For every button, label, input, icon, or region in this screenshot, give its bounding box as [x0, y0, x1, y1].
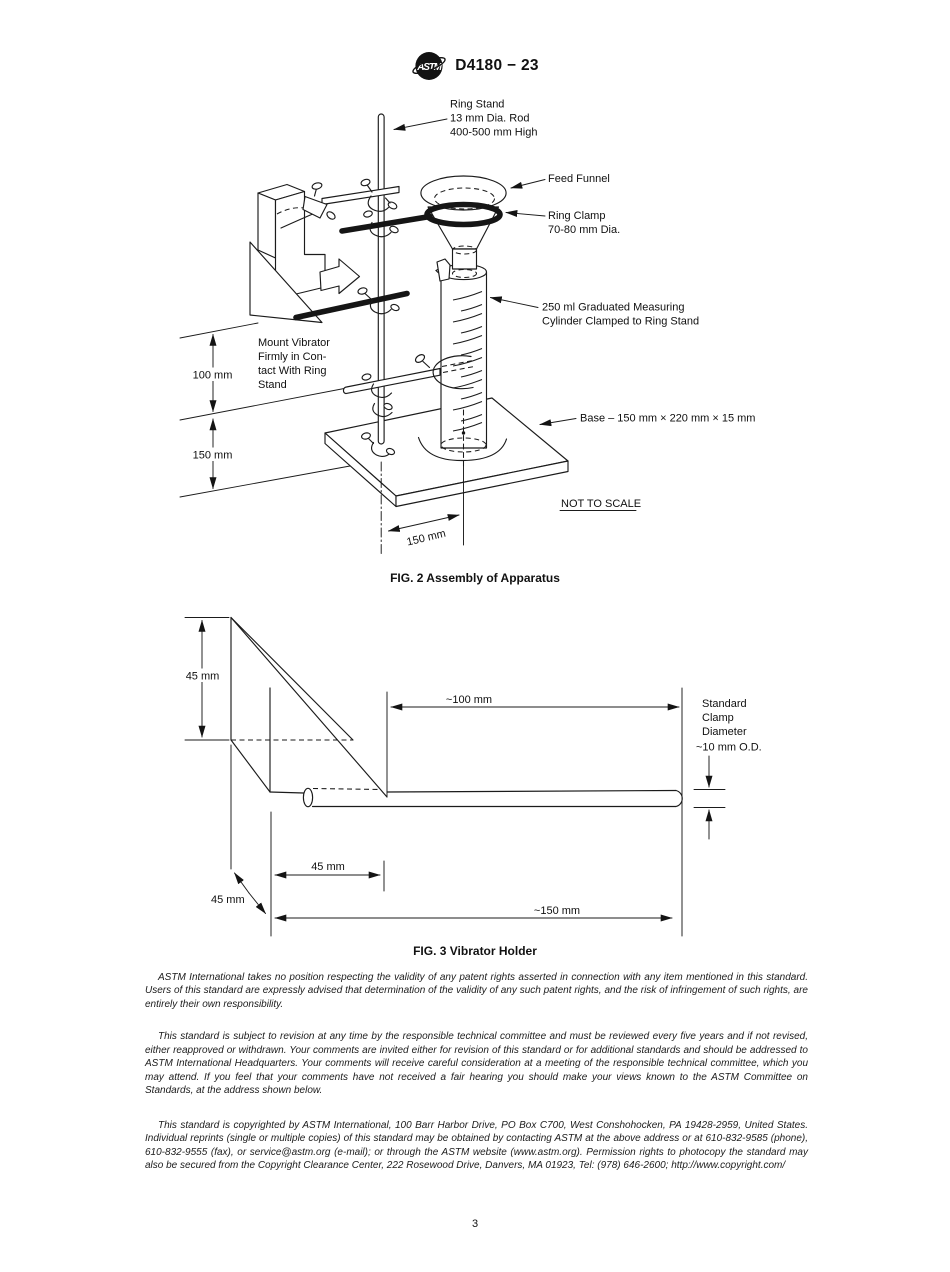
fig3-od-label: ~10 mm O.D. — [696, 742, 762, 754]
fig2-rod-clamps — [342, 178, 475, 458]
fig2-left-dimensions: 100 mm 150 mm — [188, 333, 237, 490]
fig3-od-dimension: Standard Clamp Diameter ~10 mm O.D. — [693, 698, 762, 840]
fig3-vibrator-holder-drawing: 45 mm ~100 mm Standard Clamp Diameter ~1… — [181, 616, 762, 937]
fig2-apparatus-drawing: 100 mm 150 mm — [179, 99, 755, 557]
page-number: 3 — [471, 1218, 479, 1230]
fig2-leader-lines — [393, 118, 577, 427]
fig2-vibrator-assembly — [249, 182, 410, 324]
fig2-mount-note-1: Mount Vibrator — [258, 337, 330, 349]
fig2-bottom-dimension: 150 mm — [387, 514, 460, 549]
page-header: ASTM D4180 − 23 — [0, 48, 950, 84]
fig2-caption: FIG. 2 Assembly of Apparatus — [390, 571, 560, 585]
fig3-dim-45mm-bottom: 45 mm — [311, 861, 345, 873]
fig3-dim-45mm-left: 45 mm — [186, 671, 220, 683]
fig3-dim-45-diagonal: 45 mm — [211, 872, 266, 915]
fig2-dim-150mm-bottom: 150 mm — [406, 528, 447, 549]
fig2-dim-100mm: 100 mm — [193, 370, 233, 382]
fig2-ring-stand-label-3: 400-500 mm High — [450, 127, 537, 139]
fig2-vibrator-wedge — [249, 241, 323, 324]
boilerplate-section: ASTM International takes no position res… — [145, 971, 808, 1172]
fig3-dim-45-left: 45 mm — [181, 619, 224, 738]
fig2-cylinder-label-2: Cylinder Clamped to Ring Stand — [542, 316, 699, 328]
fig2-not-to-scale: NOT TO SCALE — [559, 498, 641, 511]
fig2-ring-clamp-label-2: 70-80 mm Dia. — [548, 224, 620, 236]
fig2-ring-stand-label-2: 13 mm Dia. Rod — [450, 113, 529, 125]
fig3-dim-150mm: ~150 mm — [534, 905, 580, 917]
fig3-dim-100mm: ~100 mm — [446, 694, 492, 706]
fig2-mount-note-2: Firmly in Con- — [258, 351, 327, 363]
fig3-clamp-label-3: Diameter — [702, 726, 747, 738]
patent-disclaimer-paragraph: ASTM International takes no position res… — [145, 972, 808, 1010]
figures-drawing: 100 mm 150 mm — [179, 99, 762, 937]
fig2-dim-150mm-left: 150 mm — [193, 450, 233, 462]
fig2-ring-clamp-arm — [339, 213, 433, 234]
fig3-dim-100: ~100 mm — [390, 694, 680, 711]
fig3-dim-45mm-diag: 45 mm — [211, 894, 245, 906]
fig2-direction-arrow — [319, 258, 361, 295]
copyright-paragraph: This standard is copyrighted by ASTM Int… — [145, 1119, 808, 1171]
standard-designation: D4180 − 23 — [455, 57, 539, 74]
fig3-clamp-label-1: Standard — [702, 698, 747, 710]
fig2-reference-lines — [179, 322, 353, 498]
fig2-cylinder-top-clamp — [436, 258, 451, 282]
revision-notice-paragraph: This standard is subject to revision at … — [145, 1031, 808, 1097]
fig2-not-to-scale-text: NOT TO SCALE — [561, 498, 641, 510]
fig3-extension-lines — [184, 617, 683, 937]
fig2-mount-note-3: tact With Ring — [258, 365, 326, 377]
fig2-base-label: Base – 150 mm × 220 mm × 15 mm — [580, 413, 755, 425]
fig2-mount-note-4: Stand — [258, 379, 287, 391]
fig2-graduated-cylinder — [417, 258, 508, 546]
astm-logo-icon: ASTM — [412, 52, 446, 80]
astm-logo-text: ASTM — [416, 62, 442, 73]
fig3-clamp-rod — [302, 787, 683, 808]
fig2-ring-clamp-label-1: Ring Clamp — [548, 210, 605, 222]
fig2-ring-stand-rod — [377, 113, 385, 557]
fig2-feed-funnel — [339, 175, 507, 279]
fig2-ring-stand-label-1: Ring Stand — [450, 99, 504, 111]
fig3-caption: FIG. 3 Vibrator Holder — [413, 944, 537, 958]
fig2-vibrator-support-bar — [293, 290, 410, 321]
fig3-wedge — [230, 616, 388, 798]
fig3-dim-45-bottom: 45 mm — [274, 861, 381, 879]
fig2-cylinder-graduations — [452, 291, 483, 432]
fig2-feed-funnel-label: Feed Funnel — [548, 173, 610, 185]
fig3-clamp-label-2: Clamp — [702, 712, 734, 724]
fig2-cylinder-label-1: 250 ml Graduated Measuring — [542, 302, 684, 314]
fig3-dim-150: ~150 mm — [274, 905, 673, 922]
